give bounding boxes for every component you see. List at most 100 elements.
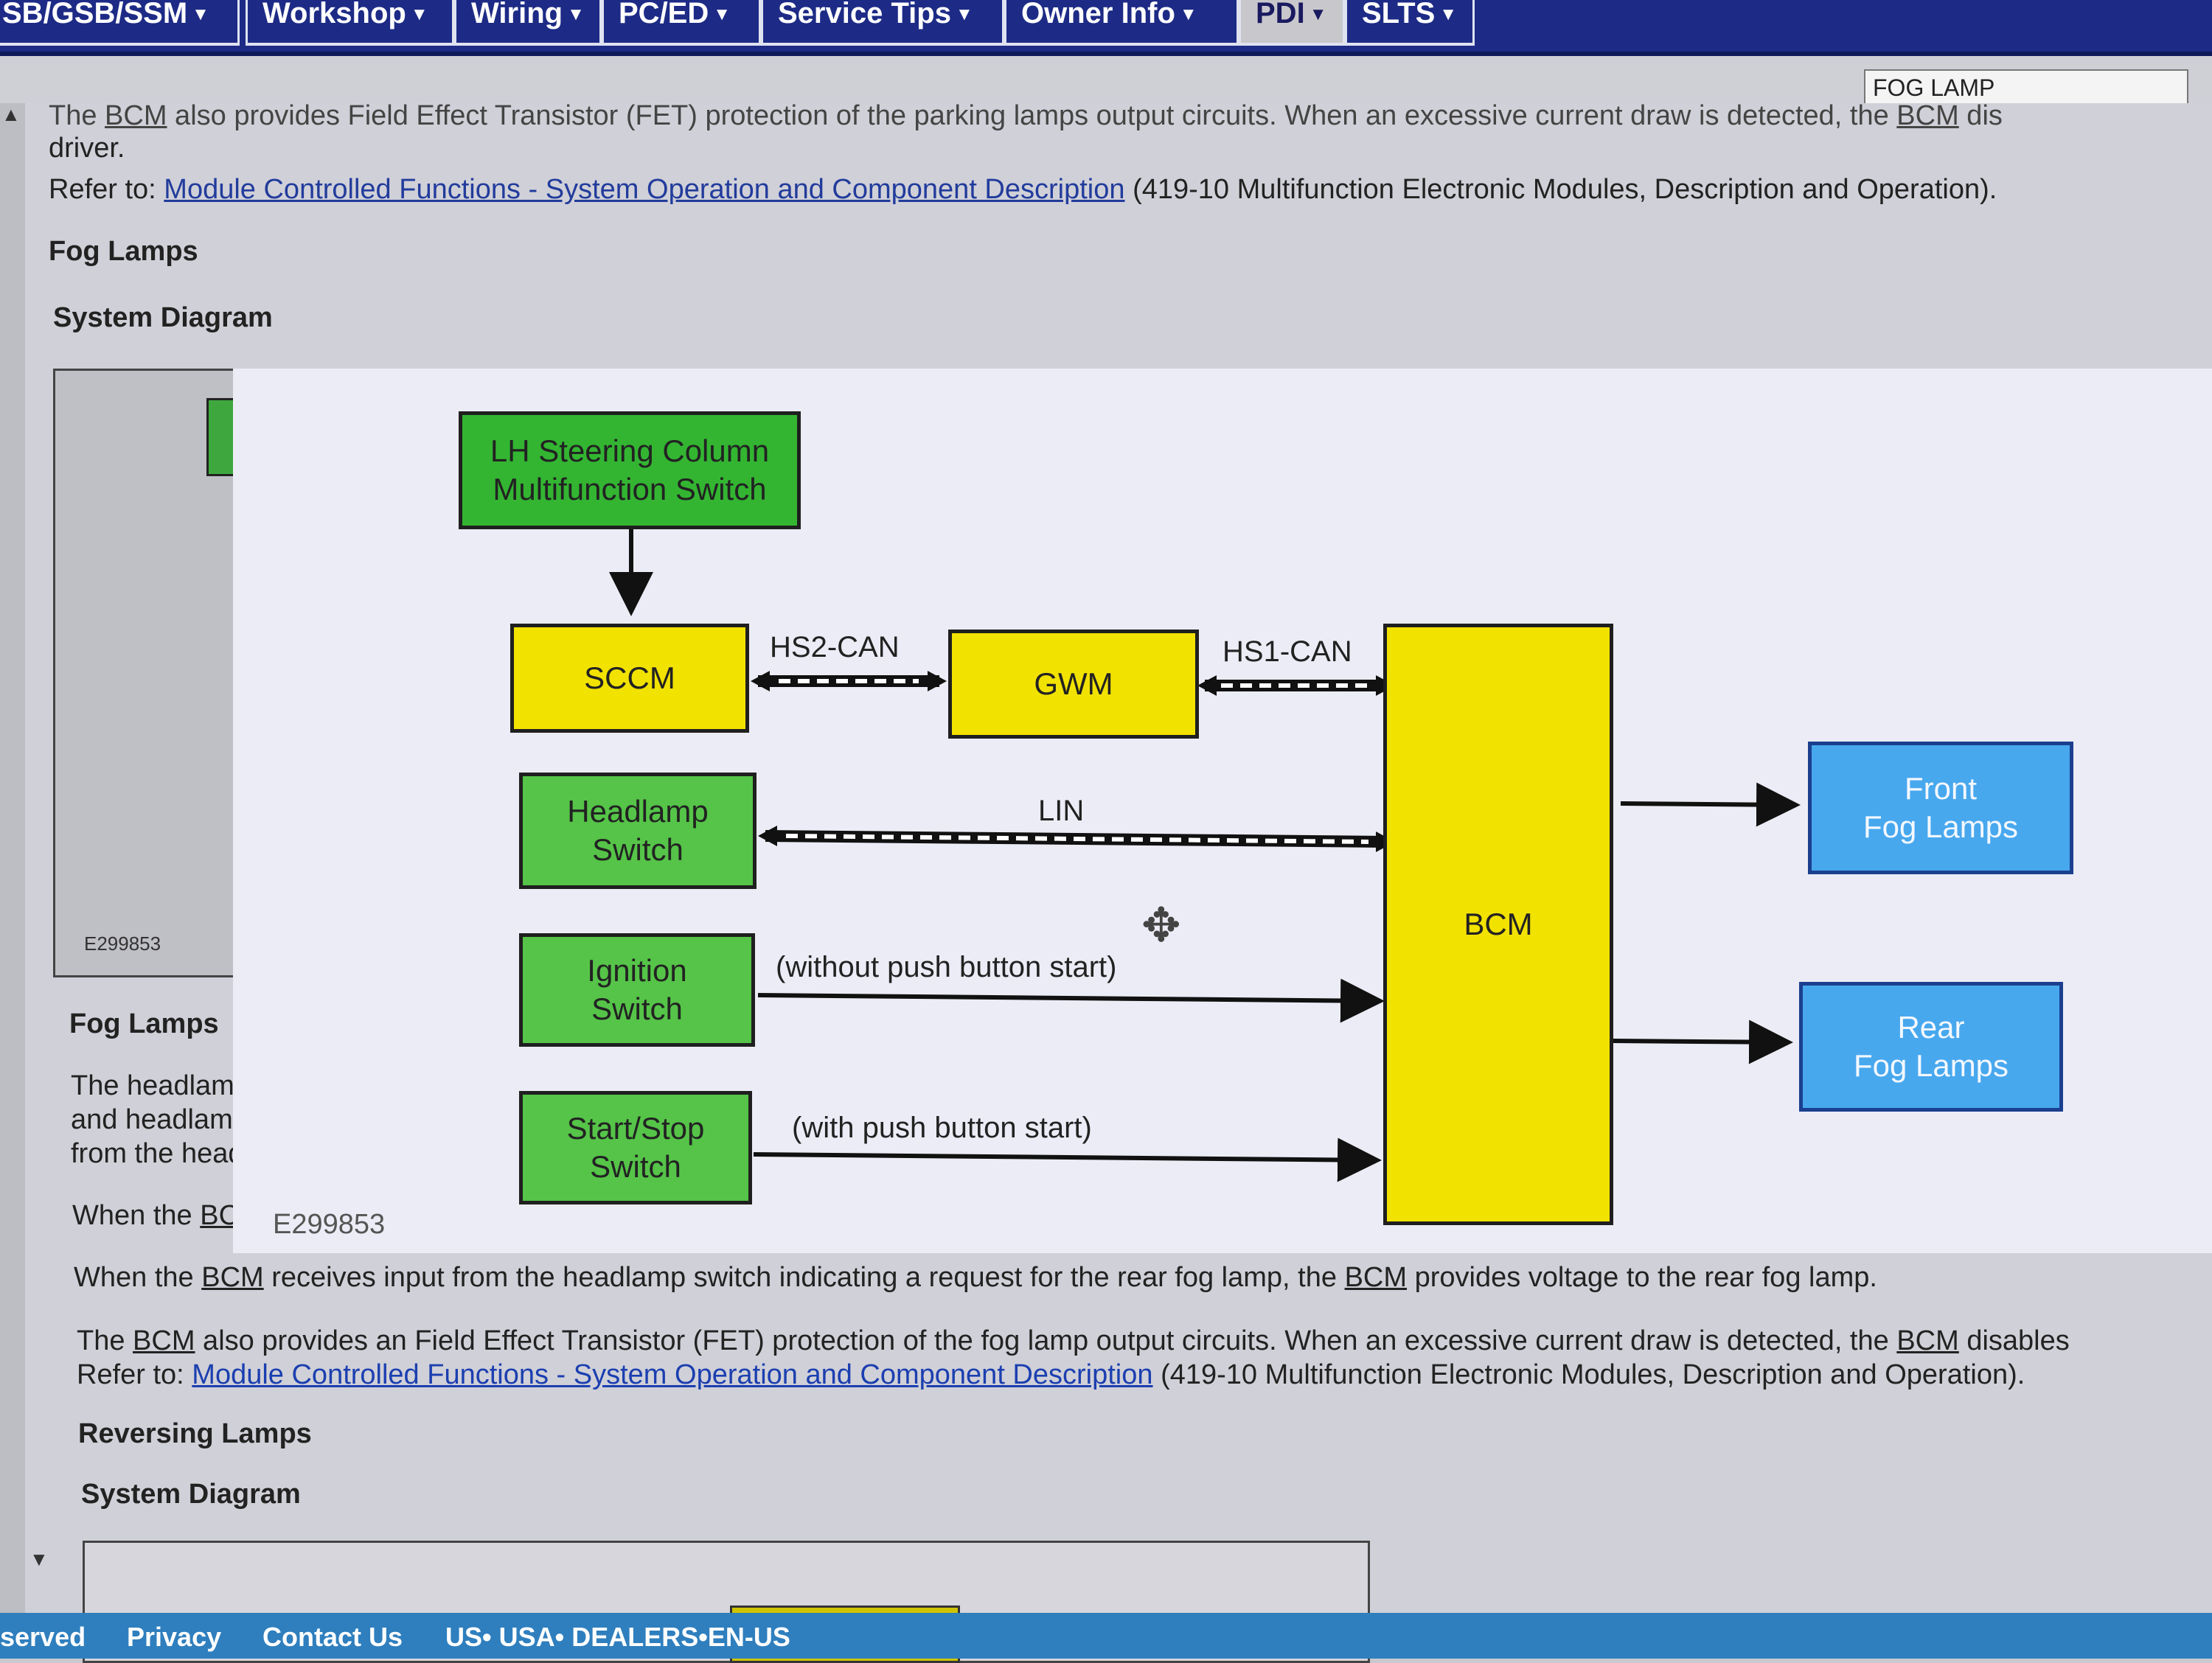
footer-link-contact-us[interactable]: Contact Us xyxy=(262,1622,403,1652)
move-cursor-icon: ✥ xyxy=(1141,899,1181,952)
link-module-controlled-functions[interactable]: Module Controlled Functions - System Ope… xyxy=(164,174,1125,205)
gwm-box: GWM xyxy=(948,630,1199,739)
label-without-push-button-start: (without push button start) xyxy=(776,951,1117,983)
arrowhead xyxy=(751,671,770,691)
paragraph-rear-fog: When the BCM receives input from the hea… xyxy=(74,1262,1877,1293)
nav-tab-sb-gsb-ssm[interactable]: SB/GSB/SSM▼ xyxy=(0,0,240,46)
footer-bar xyxy=(0,1613,2212,1659)
module-label: Fog Lamps xyxy=(1863,809,2019,844)
link-module-controlled-functions[interactable]: Module Controlled Functions - System Ope… xyxy=(192,1359,1153,1390)
abbr-bcm[interactable]: BCM xyxy=(1896,1325,1959,1356)
module-label: Front xyxy=(1904,771,1977,806)
wire-bcm-to-rear-fog xyxy=(1613,1019,1793,1064)
scroll-down-icon[interactable]: ▼ xyxy=(29,1548,49,1570)
refer-to-line-bottom: Refer to: Module Controlled Functions - … xyxy=(77,1359,2025,1390)
arrowhead xyxy=(1197,675,1217,696)
module-label: SCCM xyxy=(584,660,675,695)
module-label: Fog Lamps xyxy=(1853,1048,2009,1083)
nav-tab-service-tips[interactable]: Service Tips▼ xyxy=(761,0,1004,46)
chevron-down-icon: ▼ xyxy=(567,4,585,25)
nav-tab-label: Workshop xyxy=(262,0,406,29)
abbr-bcm[interactable]: BCM xyxy=(201,1262,264,1293)
arrowhead xyxy=(758,826,777,846)
bcm-box: BCM xyxy=(1383,624,1613,1225)
module-label: Headlamp xyxy=(567,794,709,829)
nav-tab-owner-info[interactable]: Owner Info▼ xyxy=(1004,0,1239,46)
paragraph-parking-fet-cont: driver. xyxy=(49,133,125,164)
arrowhead xyxy=(928,671,947,691)
module-label: Ignition xyxy=(587,953,687,988)
module-label: Start/Stop xyxy=(566,1111,705,1146)
chevron-down-icon: ▼ xyxy=(410,4,428,25)
paragraph-parking-fet: The BCM also provides Field Effect Trans… xyxy=(49,100,2003,131)
bus-label-hs2-can: HS2-CAN xyxy=(770,631,900,663)
abbr-bcm[interactable]: BC xyxy=(200,1200,240,1231)
bus-lin-dashes xyxy=(785,834,1369,844)
module-label: Multifunction Switch xyxy=(493,472,767,506)
chevron-down-icon: ▼ xyxy=(955,4,973,25)
sccm-box: SCCM xyxy=(510,624,749,733)
module-label: Switch xyxy=(591,991,683,1026)
module-label: GWM xyxy=(1034,666,1113,701)
diagram-connectors xyxy=(609,527,1801,1182)
nav-tab-pdi[interactable]: PDI▼ xyxy=(1239,0,1345,46)
module-label: Switch xyxy=(590,1149,681,1184)
abbr-bcm[interactable]: BCM xyxy=(133,1325,195,1356)
heading-fog-lamps-2: Fog Lamps xyxy=(69,1008,219,1039)
chevron-down-icon: ▼ xyxy=(713,4,731,25)
chevron-down-icon: ▼ xyxy=(1309,4,1327,25)
nav-tab-label: SLTS xyxy=(1362,0,1436,29)
partial-text-line: The headlam xyxy=(71,1070,234,1101)
footer-locale[interactable]: US• USA• DEALERS•EN-US xyxy=(445,1622,790,1652)
bus-label-lin: LIN xyxy=(1038,795,1085,827)
search-input[interactable] xyxy=(1864,69,2188,106)
nav-tab-label: PDI xyxy=(1256,0,1305,29)
refer-to-line-top: Refer to: Module Controlled Functions - … xyxy=(49,174,1997,205)
label-with-push-button-start: (with push button start) xyxy=(792,1112,1092,1144)
heading-system-diagram-2: System Diagram xyxy=(81,1479,301,1510)
wire-bcm-to-front-fog xyxy=(1620,782,1801,827)
nav-tab-pc-ed[interactable]: PC/ED▼ xyxy=(602,0,761,46)
heading-reversing-lamps: Reversing Lamps xyxy=(78,1418,312,1449)
module-label: Rear xyxy=(1897,1010,1965,1045)
abbr-bcm[interactable]: BCM xyxy=(105,100,167,131)
nav-tab-workshop[interactable]: Workshop▼ xyxy=(246,0,454,46)
nav-tab-wiring[interactable]: Wiring▼ xyxy=(454,0,602,46)
bus-label-hs1-can: HS1-CAN xyxy=(1222,635,1352,668)
abbr-bcm[interactable]: BCM xyxy=(1344,1262,1408,1293)
chevron-down-icon: ▼ xyxy=(192,4,209,25)
module-label: LH Steering Column xyxy=(490,433,770,468)
partial-text-line: and headlam xyxy=(71,1104,233,1135)
module-label: Switch xyxy=(592,832,684,867)
chevron-down-icon: ▼ xyxy=(1439,4,1458,25)
top-navigation-bar: SB/GSB/SSM▼ Workshop▼ Wiring▼ PC/ED▼ Ser… xyxy=(0,0,2212,56)
nav-tab-label: Service Tips xyxy=(778,0,951,29)
nav-tab-label: Owner Info xyxy=(1021,0,1175,29)
nav-tab-label: Wiring xyxy=(471,0,563,29)
nav-tab-label: PC/ED xyxy=(619,0,709,29)
nav-tab-slts[interactable]: SLTS▼ xyxy=(1345,0,1475,46)
heading-system-diagram: System Diagram xyxy=(53,302,273,333)
scrollbar[interactable] xyxy=(0,103,25,1614)
heading-fog-lamps: Fog Lamps xyxy=(49,236,198,267)
search-row xyxy=(0,56,2212,108)
wire-startstop-to-bcm xyxy=(753,1137,1382,1182)
abbr-bcm[interactable]: BCM xyxy=(1896,100,1959,131)
paragraph-fog-fet: The BCM also provides an Field Effect Tr… xyxy=(77,1325,2070,1356)
footer-text-reserved: served xyxy=(0,1622,86,1652)
partial-text-line: from the head xyxy=(71,1138,244,1169)
footer-link-privacy[interactable]: Privacy xyxy=(127,1622,222,1652)
diagram-id-label: E299853 xyxy=(84,932,161,955)
diagram-id-label: E299853 xyxy=(273,1209,386,1240)
module-label: BCM xyxy=(1464,907,1533,941)
chevron-down-icon: ▼ xyxy=(1179,4,1197,25)
partial-text-line: When the BC xyxy=(72,1200,240,1231)
scroll-up-icon[interactable]: ▲ xyxy=(1,103,21,125)
